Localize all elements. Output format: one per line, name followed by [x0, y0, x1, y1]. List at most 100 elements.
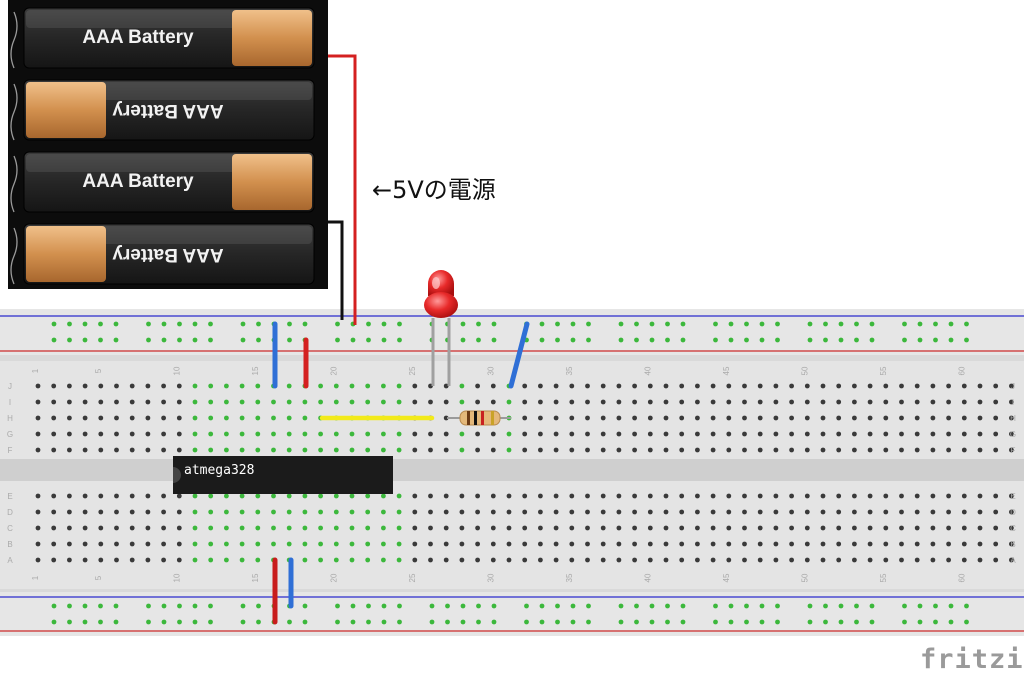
hole[interactable]	[616, 509, 622, 515]
hole[interactable]	[51, 415, 57, 421]
hole[interactable]	[993, 415, 999, 421]
hole[interactable]	[490, 399, 496, 405]
hole[interactable]	[271, 431, 276, 437]
hole[interactable]	[663, 447, 669, 453]
hole[interactable]	[490, 541, 496, 547]
hole[interactable]	[820, 447, 826, 453]
hole[interactable]	[569, 399, 575, 405]
hole[interactable]	[239, 557, 245, 563]
rail-hole[interactable]	[649, 619, 655, 625]
rail-hole[interactable]	[948, 619, 954, 625]
hole[interactable]	[773, 541, 779, 547]
hole[interactable]	[192, 399, 198, 405]
hole[interactable]	[35, 525, 41, 531]
hole[interactable]	[961, 431, 967, 437]
hole[interactable]	[208, 509, 214, 515]
hole[interactable]	[852, 399, 857, 405]
hole[interactable]	[804, 447, 810, 453]
hole[interactable]	[381, 447, 386, 453]
hole[interactable]	[883, 493, 889, 499]
hole[interactable]	[773, 525, 779, 531]
hole[interactable]	[977, 557, 983, 563]
hole[interactable]	[381, 383, 386, 389]
hole[interactable]	[867, 383, 873, 389]
hole[interactable]	[82, 509, 88, 515]
rail-hole[interactable]	[634, 321, 639, 327]
rail-hole[interactable]	[618, 619, 624, 625]
hole[interactable]	[695, 431, 700, 437]
hole[interactable]	[428, 493, 433, 499]
hole[interactable]	[255, 431, 261, 437]
hole[interactable]	[224, 525, 229, 531]
hole[interactable]	[789, 525, 794, 531]
hole[interactable]	[255, 525, 261, 531]
hole[interactable]	[914, 415, 920, 421]
hole[interactable]	[459, 399, 465, 405]
hole[interactable]	[67, 383, 72, 389]
hole[interactable]	[961, 383, 967, 389]
hole[interactable]	[632, 399, 637, 405]
hole[interactable]	[129, 383, 135, 389]
rail-hole[interactable]	[838, 603, 844, 609]
rail-hole[interactable]	[744, 603, 749, 609]
hole[interactable]	[506, 509, 512, 515]
rail-hole[interactable]	[618, 321, 624, 327]
hole[interactable]	[459, 383, 465, 389]
hole[interactable]	[443, 383, 449, 389]
rail-hole[interactable]	[256, 619, 261, 625]
rail-hole[interactable]	[869, 321, 875, 327]
hole[interactable]	[600, 541, 606, 547]
hole[interactable]	[930, 399, 936, 405]
rail-hole[interactable]	[713, 619, 718, 625]
hole[interactable]	[506, 447, 512, 453]
hole[interactable]	[663, 399, 669, 405]
hole[interactable]	[35, 447, 41, 453]
rail-hole[interactable]	[680, 321, 686, 327]
rail-hole[interactable]	[570, 337, 576, 343]
hole[interactable]	[208, 415, 214, 421]
hole[interactable]	[255, 399, 261, 405]
hole[interactable]	[271, 541, 276, 547]
hole[interactable]	[412, 383, 418, 389]
rail-hole[interactable]	[366, 619, 371, 625]
hole[interactable]	[616, 525, 622, 531]
rail-hole[interactable]	[948, 603, 954, 609]
rail-hole[interactable]	[287, 619, 292, 625]
rail-hole[interactable]	[917, 603, 923, 609]
hole[interactable]	[930, 415, 936, 421]
hole[interactable]	[993, 399, 999, 405]
rail-hole[interactable]	[759, 603, 765, 609]
hole[interactable]	[349, 541, 355, 547]
hole[interactable]	[867, 525, 873, 531]
hole[interactable]	[176, 509, 182, 515]
hole[interactable]	[98, 383, 104, 389]
hole[interactable]	[679, 509, 685, 515]
hole[interactable]	[585, 525, 590, 531]
hole[interactable]	[695, 447, 700, 453]
hole[interactable]	[804, 399, 810, 405]
rail-hole[interactable]	[397, 337, 402, 343]
hole[interactable]	[553, 415, 559, 421]
hole[interactable]	[993, 541, 999, 547]
hole[interactable]	[98, 399, 104, 405]
hole[interactable]	[98, 525, 104, 531]
hole[interactable]	[616, 493, 622, 499]
hole[interactable]	[726, 447, 732, 453]
rail-hole[interactable]	[948, 337, 954, 343]
hole[interactable]	[569, 431, 575, 437]
rail-hole[interactable]	[256, 337, 261, 343]
hole[interactable]	[961, 557, 967, 563]
hole[interactable]	[255, 383, 261, 389]
rail-hole[interactable]	[775, 619, 780, 625]
hole[interactable]	[506, 399, 512, 405]
hole[interactable]	[804, 493, 810, 499]
hole[interactable]	[663, 509, 669, 515]
hole[interactable]	[318, 557, 323, 563]
hole[interactable]	[632, 525, 637, 531]
rail-hole[interactable]	[964, 337, 969, 343]
hole[interactable]	[51, 399, 57, 405]
hole[interactable]	[632, 447, 637, 453]
rail-hole[interactable]	[823, 619, 828, 625]
hole[interactable]	[129, 509, 135, 515]
hole[interactable]	[836, 399, 842, 405]
